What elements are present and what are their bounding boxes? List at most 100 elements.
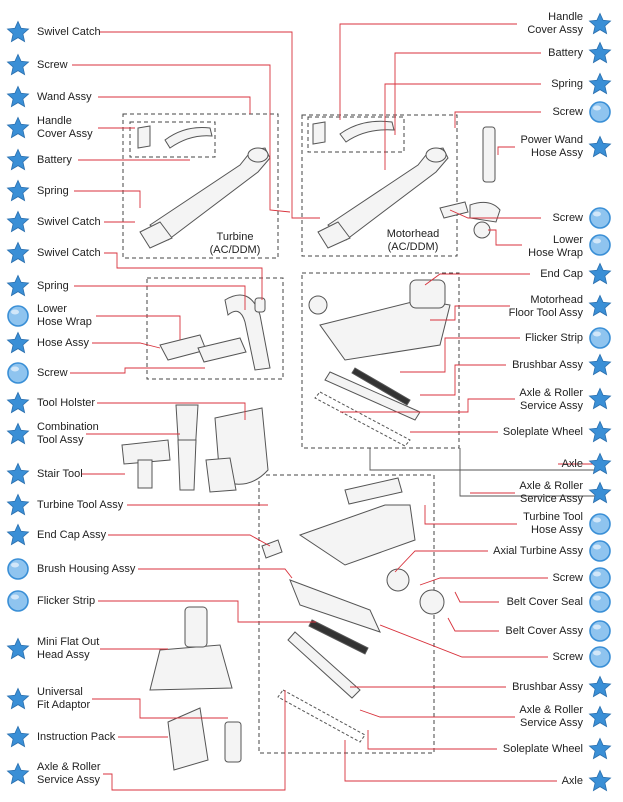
right-part-label: Brushbar Assy: [512, 681, 583, 693]
left-part-label: Mini Flat Out Head Assy: [37, 636, 100, 661]
right-part-label: Axle: [561, 775, 583, 787]
left-leader-line: [92, 342, 161, 349]
group-boxes: [122, 113, 460, 754]
right-part-label: Axle & Roller Service Assy: [519, 704, 583, 729]
right-leader-line: [449, 209, 541, 219]
motorhead-floor-tool-sketch: [308, 279, 451, 447]
right-part-label: Lower Hose Wrap: [528, 234, 583, 259]
left-leader-line: [98, 96, 251, 114]
right-leader-line: [419, 577, 548, 586]
right-leader-line: [359, 709, 515, 718]
star-icon: [6, 725, 30, 748]
star-icon: [6, 687, 30, 710]
star-icon: [6, 210, 30, 233]
star-icon: [6, 116, 30, 139]
star-icon: [588, 72, 612, 95]
left-part-label: Screw: [37, 367, 68, 379]
turbine-wand-sketch: [137, 125, 271, 249]
circle-icon: [589, 620, 611, 642]
left-leader-line: [97, 402, 246, 420]
right-leader-line: [339, 23, 517, 120]
star-icon: [588, 387, 612, 410]
right-part-label: Soleplate Wheel: [502, 743, 583, 755]
right-part-label: Soleplate Wheel: [502, 426, 583, 438]
left-part-label: Swivel Catch: [37, 247, 101, 259]
star-icon: [6, 637, 30, 660]
right-leader-line: [430, 305, 510, 321]
left-part-label: Wand Assy: [37, 91, 92, 103]
right-leader-line: [454, 591, 499, 603]
right-leader-line: [394, 52, 541, 135]
star-icon: [6, 331, 30, 354]
circle-icon: [589, 513, 611, 535]
right-part-label: Screw: [552, 212, 583, 224]
circle-icon: [589, 540, 611, 562]
right-leader-line: [384, 83, 541, 170]
circle-icon: [589, 327, 611, 349]
star-icon: [6, 462, 30, 485]
left-part-label: Flicker Strip: [37, 595, 96, 607]
left-leader-line: [103, 690, 286, 791]
left-part-label: Screw: [37, 59, 68, 71]
left-part-label: Brush Housing Assy: [37, 563, 136, 575]
left-leader-line: [74, 190, 141, 208]
right-part-label: Axle & Roller Service Assy: [519, 480, 583, 505]
turbine-tool-sketch: [261, 477, 445, 743]
right-leader-line: [394, 550, 488, 573]
right-part-label: Power Wand Hose Assy: [520, 134, 583, 159]
left-part-label: Universal Fit Adaptor: [37, 686, 91, 711]
right-leader-line: [424, 273, 530, 286]
right-part-label: Screw: [552, 572, 583, 584]
star-icon: [588, 420, 612, 443]
right-leader-line: [379, 624, 548, 658]
star-icon: [6, 85, 30, 108]
circle-icon: [589, 646, 611, 668]
left-leader-line: [72, 64, 291, 213]
left-leader-line: [92, 698, 228, 719]
star-icon: [588, 12, 612, 35]
right-part-label: Axle & Roller Service Assy: [519, 387, 583, 412]
left-leader-line: [108, 534, 271, 547]
right-leader-line: [488, 229, 522, 246]
right-leader-line: [447, 617, 499, 632]
right-leader-line: [424, 505, 517, 525]
left-part-label: Hose Assy: [37, 337, 89, 349]
guide-lines: [369, 448, 600, 497]
left-part-label: Spring: [37, 185, 69, 197]
star-icon: [6, 391, 30, 414]
circle-icon: [589, 101, 611, 123]
star-icon: [588, 262, 612, 285]
circle-icon: [7, 590, 29, 612]
left-part-label: Lower Hose Wrap: [37, 303, 92, 328]
turbine-handle-inset: [129, 121, 216, 158]
leader-lines: [70, 23, 600, 791]
star-icon: [6, 493, 30, 516]
star-icon: [588, 737, 612, 760]
star-icon: [588, 705, 612, 728]
turbine-tool-box: [258, 474, 435, 754]
motorhead-handle-inset: [307, 116, 405, 153]
circle-icon: [589, 234, 611, 256]
star-icon: [588, 769, 612, 792]
turbine-caption: Turbine (AC/DDM): [209, 231, 261, 256]
star-icon: [6, 422, 30, 445]
star-icon: [6, 762, 30, 785]
left-leader-line: [98, 600, 316, 623]
star-icon: [588, 452, 612, 475]
left-leader-line: [96, 315, 181, 340]
right-part-label: Screw: [552, 106, 583, 118]
right-leader-line: [344, 740, 557, 782]
star-icon: [6, 148, 30, 171]
right-part-label: Battery: [548, 47, 583, 59]
star-icon: [588, 294, 612, 317]
circle-icon: [7, 558, 29, 580]
left-leader-line: [74, 285, 246, 310]
right-part-label: Turbine Tool Hose Assy: [523, 511, 583, 536]
star-icon: [588, 353, 612, 376]
motorhead-wand-sketch: [312, 120, 501, 249]
right-part-label: Motorhead Floor Tool Assy: [508, 294, 583, 319]
right-part-label: Screw: [552, 651, 583, 663]
right-leader-line: [497, 146, 515, 155]
right-leader-line: [420, 364, 506, 396]
right-part-label: Axial Turbine Assy: [493, 545, 583, 557]
